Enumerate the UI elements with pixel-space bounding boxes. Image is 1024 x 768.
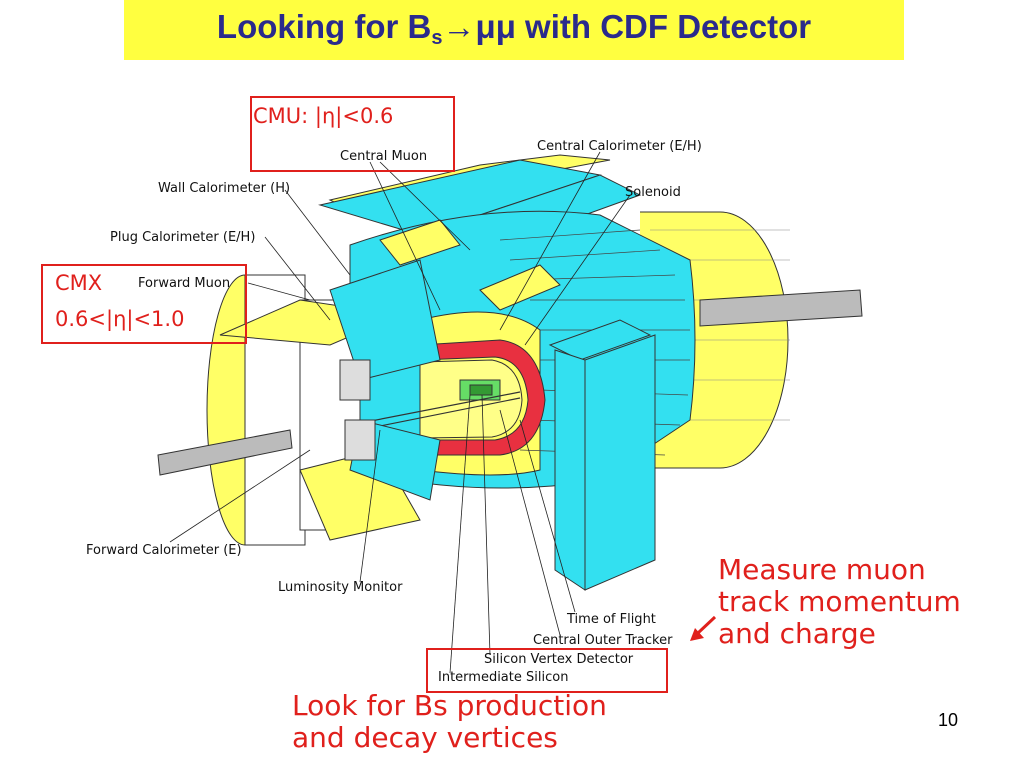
beam-pipe-left [157,429,293,476]
top-yellow-strips [379,219,561,311]
momentum-note: Measure muon track momentum and charge [718,554,961,650]
label-intermediate-silicon: Intermediate Silicon [438,670,568,685]
label-plug-calorimeter: Plug Calorimeter (E/H) [110,230,255,245]
red-arrow [690,615,717,641]
label-forward-calorimeter: Forward Calorimeter (E) [86,543,242,558]
slide-title: Looking for Bs→μμ with CDF Detector [216,8,812,49]
label-central-muon: Central Muon [340,149,427,164]
label-silicon-vertex-detector: Silicon Vertex Detector [484,652,634,667]
luminosity-monitor-hardware [339,359,376,461]
label-luminosity-monitor: Luminosity Monitor [278,580,403,595]
cmu-text: CMU: |η|<0.6 [253,104,394,128]
momentum-note-line2: track momentum [718,585,961,618]
leader-lines [169,151,631,674]
cmx-box [41,264,247,344]
page-number: 10 [938,710,959,730]
vertex-note-line1: Look for Bs production [292,689,607,722]
title-bar: Looking for Bs→μμ with CDF Detector [124,0,904,60]
label-forward-muon: Forward Muon [138,276,230,291]
cmx-text-line2: 0.6<|η|<1.0 [55,307,185,331]
cmu-box [250,96,455,172]
cmx-text-line1: CMX [55,271,103,295]
vertex-note-line2: and decay vertices [292,721,558,754]
label-central-calorimeter: Central Calorimeter (E/H) [537,139,702,154]
wall-calorimeter-slab [548,319,656,591]
central-outer-tracker-volume [419,359,523,439]
label-wall-calorimeter: Wall Calorimeter (H) [158,181,290,196]
momentum-note-line1: Measure muon [718,553,926,586]
vertex-note: Look for Bs production and decay vertice… [292,690,607,754]
silicon-box [426,648,668,693]
momentum-note-line3: and charge [718,617,876,650]
label-time-of-flight: Time of Flight [566,612,656,627]
label-central-outer-tracker: Central Outer Tracker [533,633,673,648]
label-solenoid: Solenoid [625,185,681,200]
beam-pipe-right [699,289,863,327]
